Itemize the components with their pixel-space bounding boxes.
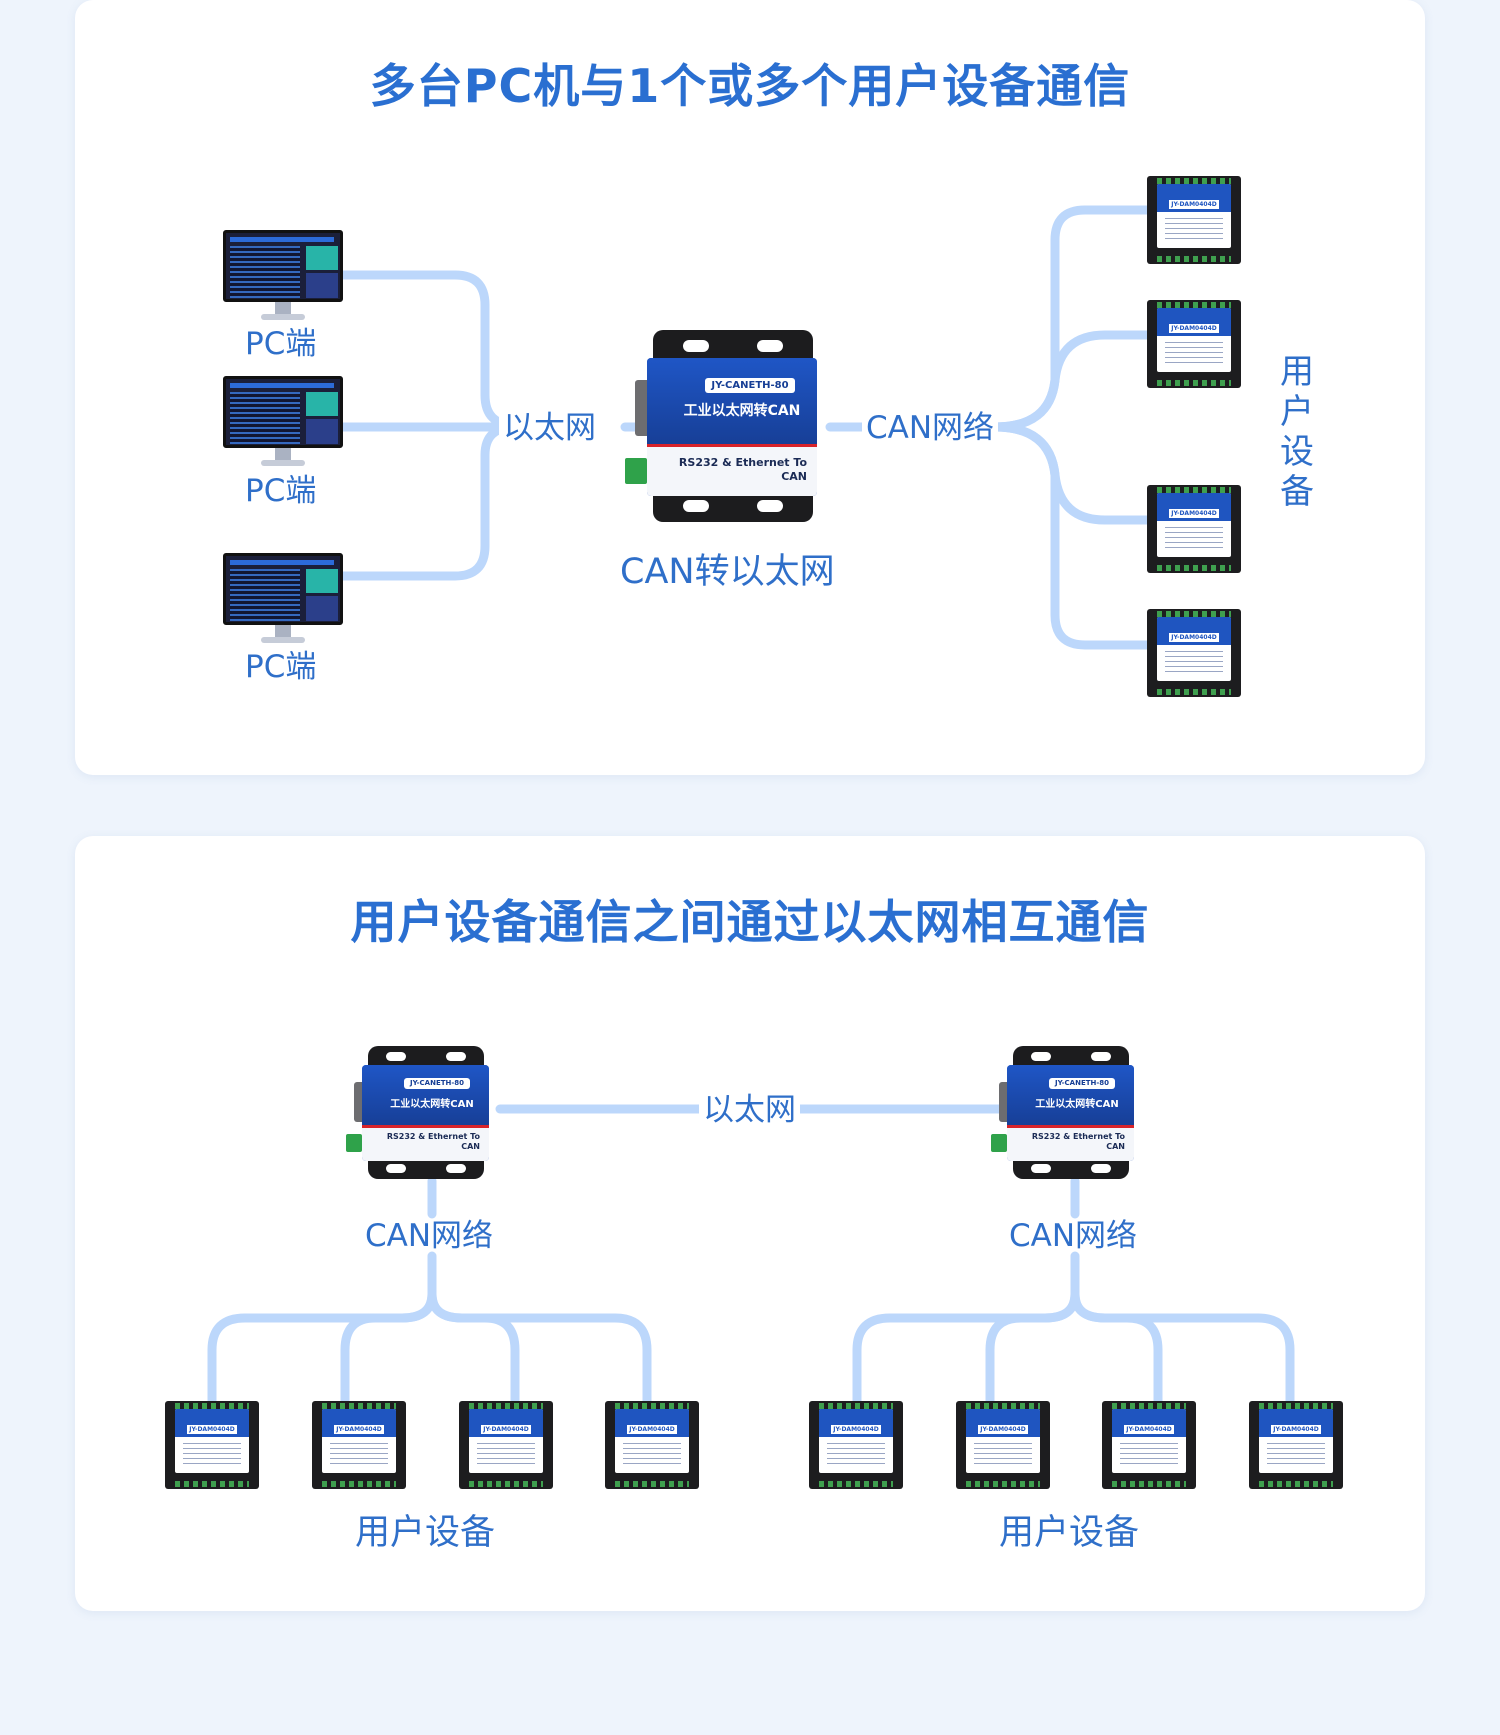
right-branch-2 — [985, 1289, 1080, 1413]
card-multi-pc: 多台PC机与1个或多个用户设备通信 PC端 PC端 PC端 以太网 — [75, 0, 1425, 775]
right-can-network-label: CAN网络 — [1009, 1218, 1138, 1254]
gateway-model: JY-CANETH-80 — [705, 378, 795, 393]
right-gateway-model: JY-CANETH-80 — [1049, 1078, 1115, 1089]
device-model-4: JY-DAM0404D — [1169, 633, 1219, 642]
left-gateway-model: JY-CANETH-80 — [404, 1078, 470, 1089]
right-device-1-model: JY-DAM0404D — [831, 1425, 881, 1434]
left-gateway: JY-CANETH-80 工业以太网转CAN RS232 & Ethernet … — [340, 1046, 505, 1179]
right-device-3-model: JY-DAM0404D — [1124, 1425, 1174, 1434]
dev1-link — [990, 205, 1160, 432]
pc1-link — [338, 270, 550, 430]
left-device-4: JY-DAM0404D — [605, 1401, 699, 1489]
left-branch-1 — [207, 1289, 437, 1413]
device-model-1: JY-DAM0404D — [1169, 200, 1219, 209]
device-model-2: JY-DAM0404D — [1169, 324, 1219, 333]
card2-connection-lines — [207, 1104, 1295, 1413]
left-device-4-model: JY-DAM0404D — [627, 1425, 677, 1434]
left-device-1-model: JY-DAM0404D — [187, 1425, 237, 1434]
right-device-2: JY-DAM0404D — [956, 1401, 1050, 1489]
right-gateway-subtitle-2: CAN — [1106, 1142, 1125, 1151]
can-ethernet-gateway: JY-CANETH-80 工业以太网转CAN RS232 & Ethernet … — [615, 330, 840, 522]
right-gateway-title: 工业以太网转CAN — [1035, 1099, 1119, 1110]
user-device-1: JY-DAM0404D — [1147, 176, 1241, 264]
left-can-network-label: CAN网络 — [365, 1218, 494, 1254]
card1-title: 多台PC机与1个或多个用户设备通信 — [369, 59, 1131, 113]
left-branch-2 — [340, 1289, 437, 1413]
gateway-caption: CAN转以太网 — [620, 552, 835, 592]
right-device-2-model: JY-DAM0404D — [978, 1425, 1028, 1434]
left-device-2: JY-DAM0404D — [312, 1401, 406, 1489]
gateway-title: 工业以太网转CAN — [683, 403, 801, 419]
gateway-subtitle-2: CAN — [781, 470, 807, 483]
pc3-link — [338, 422, 520, 581]
pc-label-2: PC端 — [245, 473, 317, 509]
left-gateway-subtitle-1: RS232 & Ethernet To — [386, 1132, 480, 1141]
left-device-1: JY-DAM0404D — [165, 1401, 259, 1489]
dev3-link — [990, 422, 1160, 525]
ethernet-label: 以太网 — [499, 409, 600, 447]
right-user-device-label: 用户设备 — [999, 1513, 1140, 1553]
right-gateway-subtitle-1: RS232 & Ethernet To — [1031, 1132, 1125, 1141]
left-branch-4 — [427, 1289, 652, 1413]
card2-ethernet-label: 以太网 — [699, 1091, 800, 1129]
left-device-3-model: JY-DAM0404D — [481, 1425, 531, 1434]
left-gateway-title: 工业以太网转CAN — [390, 1099, 474, 1110]
right-device-4-model: JY-DAM0404D — [1271, 1425, 1321, 1434]
user-device-3: JY-DAM0404D — [1147, 485, 1241, 573]
user-device-4: JY-DAM0404D — [1147, 609, 1241, 697]
can-network-label: CAN网络 — [862, 409, 999, 447]
right-device-4: JY-DAM0404D — [1249, 1401, 1343, 1489]
right-branch-4 — [1070, 1289, 1295, 1413]
card2-title: 用户设备通信之间通过以太网相互通信 — [350, 895, 1150, 949]
left-device-3: JY-DAM0404D — [459, 1401, 553, 1489]
pc-label-1: PC端 — [245, 326, 317, 362]
user-device-vertical-label: 用户设备 — [1280, 352, 1314, 512]
left-device-2-model: JY-DAM0404D — [334, 1425, 384, 1434]
card1-connection-lines — [338, 205, 1160, 650]
user-device-2: JY-DAM0404D — [1147, 300, 1241, 388]
card-device-ethernet: 用户设备通信之间通过以太网相互通信 — [75, 836, 1425, 1611]
right-device-1: JY-DAM0404D — [809, 1401, 903, 1489]
device-model-3: JY-DAM0404D — [1169, 509, 1219, 518]
dev4-link — [990, 422, 1160, 650]
left-gateway-subtitle-2: CAN — [461, 1142, 480, 1151]
pc-label-3: PC端 — [245, 649, 317, 685]
gateway-subtitle-1: RS232 & Ethernet To — [678, 456, 807, 469]
pc-monitor-1 — [223, 230, 343, 322]
dev2-link — [990, 330, 1160, 432]
right-device-3: JY-DAM0404D — [1102, 1401, 1196, 1489]
left-user-device-label: 用户设备 — [355, 1513, 496, 1553]
pc-monitor-2 — [223, 376, 343, 468]
right-gateway: JY-CANETH-80 工业以太网转CAN RS232 & Ethernet … — [985, 1046, 1150, 1179]
pc-monitor-3 — [223, 553, 343, 645]
right-branch-1 — [852, 1289, 1080, 1413]
